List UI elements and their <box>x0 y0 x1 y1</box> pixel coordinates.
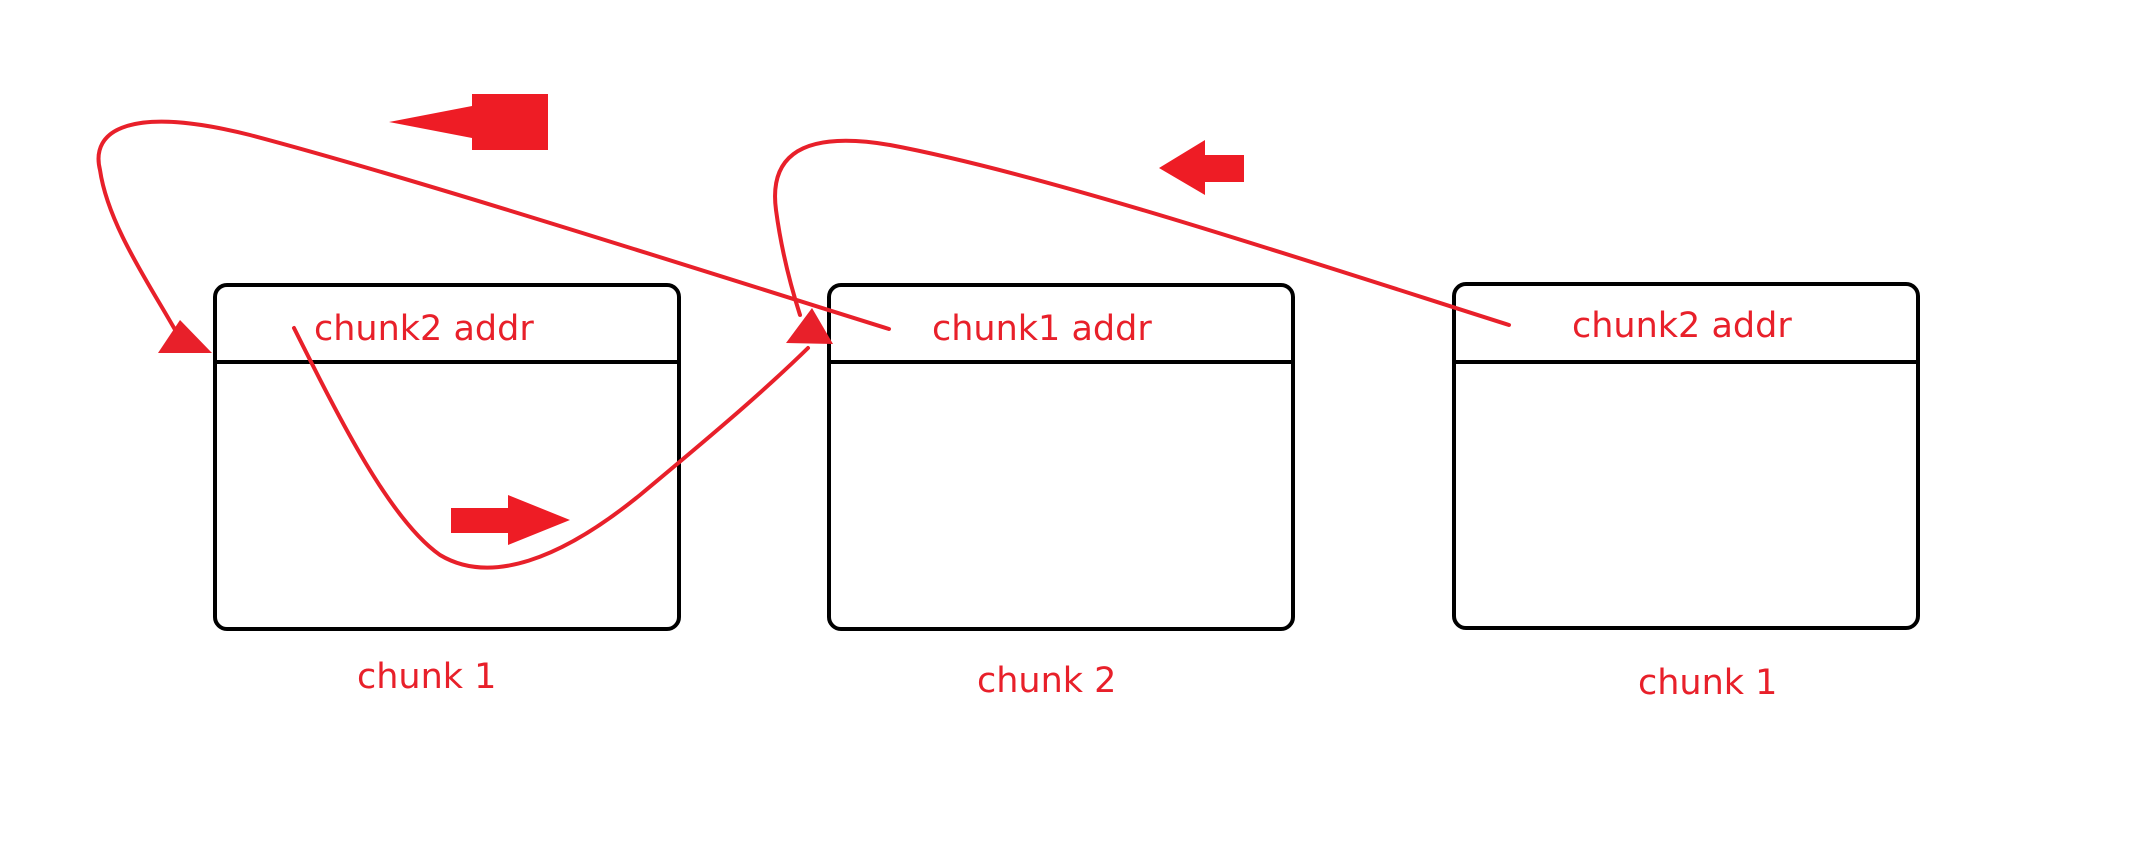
pointer-curve-middle-to-left <box>96 119 891 337</box>
chunk-box-right <box>1452 282 1920 630</box>
chunk-header-label-right: chunk2 addr <box>1572 306 1792 346</box>
pointer-curve-right-to-middle <box>773 138 1511 327</box>
chunk-block-left: chunk2 addr chunk 1 <box>213 283 681 697</box>
chunk-caption-left: chunk 1 <box>357 657 496 697</box>
chunk-caption-middle: chunk 2 <box>977 661 1116 701</box>
chunk-caption-right: chunk 1 <box>1638 663 1777 703</box>
chunk-block-middle: chunk1 addr chunk 2 <box>827 283 1295 701</box>
direction-arrow-left-middle <box>1159 140 1244 195</box>
chunk-block-right: chunk2 addr chunk 1 <box>1452 282 1920 703</box>
direction-arrow-right-lower <box>451 495 570 545</box>
direction-arrow-left-top <box>389 94 548 150</box>
chunk-box-left <box>213 283 681 631</box>
chunk-box-middle <box>827 283 1295 631</box>
pointer-curve-left-to-middle <box>292 326 810 570</box>
chunk-header-label-middle: chunk1 addr <box>932 309 1152 349</box>
chunk-header-label-left: chunk2 addr <box>314 309 534 349</box>
pointer-arrowhead-into-middle <box>786 308 833 344</box>
pointer-arrowhead-into-left <box>158 320 212 353</box>
